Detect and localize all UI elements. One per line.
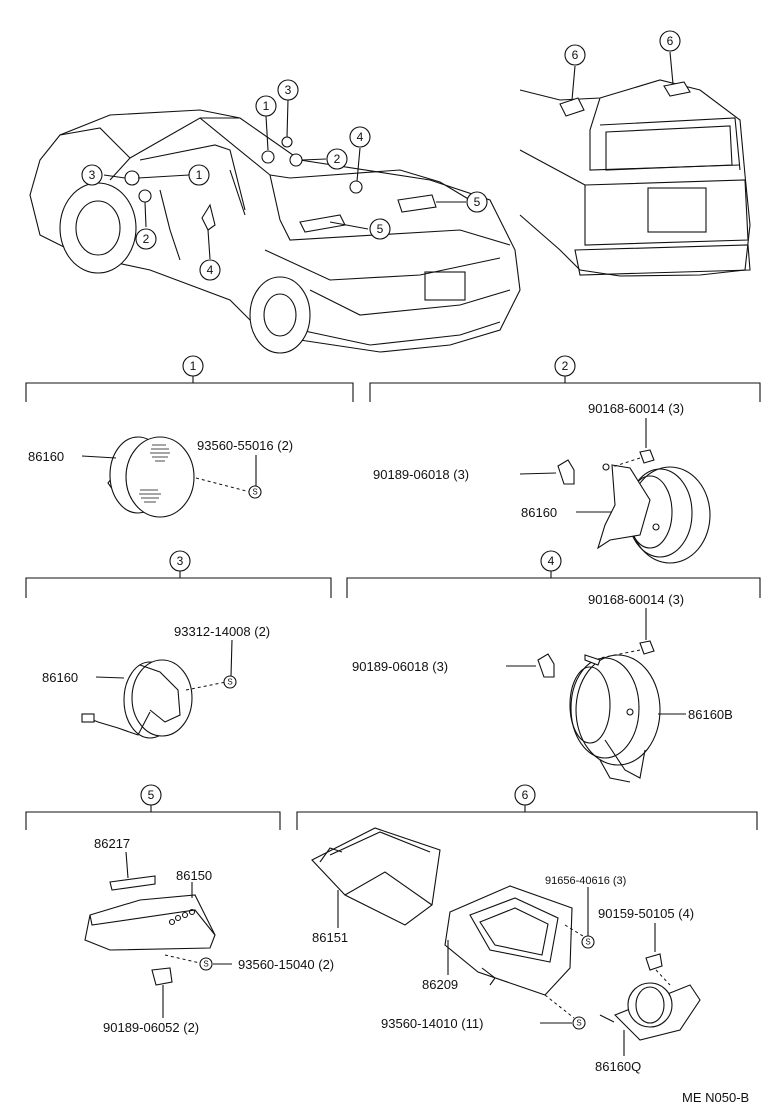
callout-6: 6	[667, 34, 674, 48]
part-93560-15040-label: 93560-15040 (2)	[238, 957, 334, 972]
section-3-speaker: 86160 S 93312-14008 (2)	[42, 624, 270, 739]
part-86150-label: 86150	[176, 868, 212, 883]
screw-mark: S	[203, 960, 208, 969]
part-86160-label: 86160	[28, 449, 64, 464]
wagon-illustration	[519, 79, 751, 277]
screw-mark: S	[585, 938, 590, 947]
callout-3: 3	[285, 83, 292, 97]
callout-5: 5	[474, 195, 481, 209]
diagram-code: ME N050-B	[682, 1090, 749, 1105]
part-90189-06018-label: 90189-06018 (3)	[352, 659, 448, 674]
section-1-speaker: 86160 S 93560-55016 (2)	[28, 436, 293, 518]
part-86209-label: 86209	[422, 977, 458, 992]
section-5-callout: 5	[148, 788, 155, 802]
section-4-speaker: 90189-06018 (3) 90168-60014 (3) 86160B	[352, 592, 733, 783]
part-93312-14008-label: 93312-14008 (2)	[174, 624, 270, 639]
callout-4: 4	[357, 130, 364, 144]
section-brackets: 1 2 3 4 5 6	[25, 355, 761, 830]
section-6-assembly: 86151 86209 S 91656-40616 (3) S 93560-14…	[311, 827, 701, 1074]
section-5-lamp: 86217 86150 S 93560-15040 (2) 90189-0605…	[84, 836, 334, 1035]
part-86160-label: 86160	[521, 505, 557, 520]
section-1-callout: 1	[190, 359, 197, 373]
section-6-callout: 6	[522, 788, 529, 802]
part-86217-label: 86217	[94, 836, 130, 851]
screw-mark: S	[576, 1019, 581, 1028]
part-90159-50105-label: 90159-50105 (4)	[598, 906, 694, 921]
screw-mark: S	[227, 678, 232, 687]
sedan-illustration	[29, 109, 521, 354]
callout-1: 1	[196, 168, 203, 182]
part-90189-06018-label: 90189-06018 (3)	[373, 467, 469, 482]
part-93560-14010-label: 93560-14010 (11)	[381, 1016, 483, 1031]
section-2-callout: 2	[562, 359, 569, 373]
callout-2: 2	[334, 152, 341, 166]
section-2-speaker: 90189-06018 (3) 90168-60014 (3) 86160	[373, 401, 711, 564]
section-4-callout: 4	[548, 554, 555, 568]
part-86160B-label: 86160B	[688, 707, 733, 722]
callout-1: 1	[263, 99, 270, 113]
overview-callouts: 1 3 2 1 3 2 4 4 5 5 6 6	[81, 30, 681, 281]
callout-5: 5	[377, 222, 384, 236]
part-86151-label: 86151	[312, 930, 348, 945]
part-90168-60014-label: 90168-60014 (3)	[588, 401, 684, 416]
screw-mark: S	[252, 488, 257, 497]
callout-6: 6	[572, 48, 579, 62]
part-86160Q-label: 86160Q	[595, 1059, 641, 1074]
callout-4: 4	[207, 263, 214, 277]
callout-3: 3	[89, 168, 96, 182]
part-93560-55016-label: 93560-55016 (2)	[197, 438, 293, 453]
part-90189-06052-label: 90189-06052 (2)	[103, 1020, 199, 1035]
section-3-callout: 3	[177, 554, 184, 568]
callout-2: 2	[143, 232, 150, 246]
part-91656-40616-label: 91656-40616 (3)	[545, 875, 626, 887]
part-86160-label: 86160	[42, 670, 78, 685]
part-90168-60014-label: 90168-60014 (3)	[588, 592, 684, 607]
